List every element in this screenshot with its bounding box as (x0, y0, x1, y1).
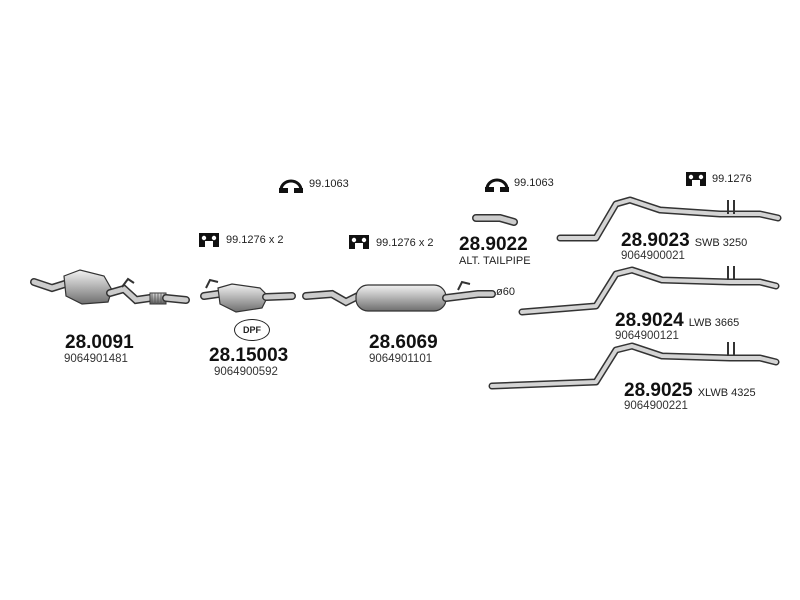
hanger-3-ref: 99.1276 (712, 173, 752, 185)
hanger-1-ref: 99.1276 x 2 (226, 234, 284, 246)
part-oem-28-9025: 9064900221 (624, 400, 688, 412)
clamp-1-ref: 99.1063 (309, 178, 349, 190)
rubber-hanger-icon (199, 233, 219, 247)
pipe-clamp-icon (279, 179, 303, 194)
part-code-28-6069: 28.6069 (369, 332, 438, 353)
part-oem-28-6069: 9064901101 (369, 353, 433, 365)
tailpipe-lwb-drawing (518, 266, 780, 316)
part-oem-28-9023: 9064900021 (621, 250, 685, 262)
rubber-hanger-icon (686, 172, 706, 186)
variant-lwb: LWB 3665 (688, 317, 740, 329)
front-pipe-catalyst-drawing (30, 269, 190, 305)
part-code-28-15003: 28.15003 (209, 345, 289, 366)
part-oem-28-9024: 9064900121 (615, 330, 679, 342)
part-code-28-9022: 28.9022 (459, 234, 528, 255)
clamp-2-ref: 99.1063 (514, 177, 554, 189)
part-code-28-0091: 28.0091 (65, 332, 134, 353)
part-oem-28-15003: 9064900592 (214, 366, 278, 378)
variant-swb: SWB 3250 (694, 237, 748, 249)
dpf-filter-drawing (200, 278, 296, 313)
pipe-diameter-note: ø60 (496, 286, 515, 298)
alt-tailpipe-drawing (472, 214, 518, 226)
part-oem-28-0091: 9064901481 (64, 353, 128, 365)
tailpipe-swb-drawing (556, 196, 782, 242)
rubber-hanger-icon (349, 235, 369, 249)
variant-xlwb: XLWB 4325 (697, 387, 756, 399)
dpf-badge: DPF (234, 319, 270, 341)
rear-silencer-drawing (302, 280, 496, 312)
hanger-2-ref: 99.1276 x 2 (376, 237, 434, 249)
pipe-clamp-icon (485, 178, 509, 193)
part-sub-28-9022: ALT. TAILPIPE (459, 255, 531, 267)
tailpipe-xlwb-drawing (488, 342, 780, 390)
